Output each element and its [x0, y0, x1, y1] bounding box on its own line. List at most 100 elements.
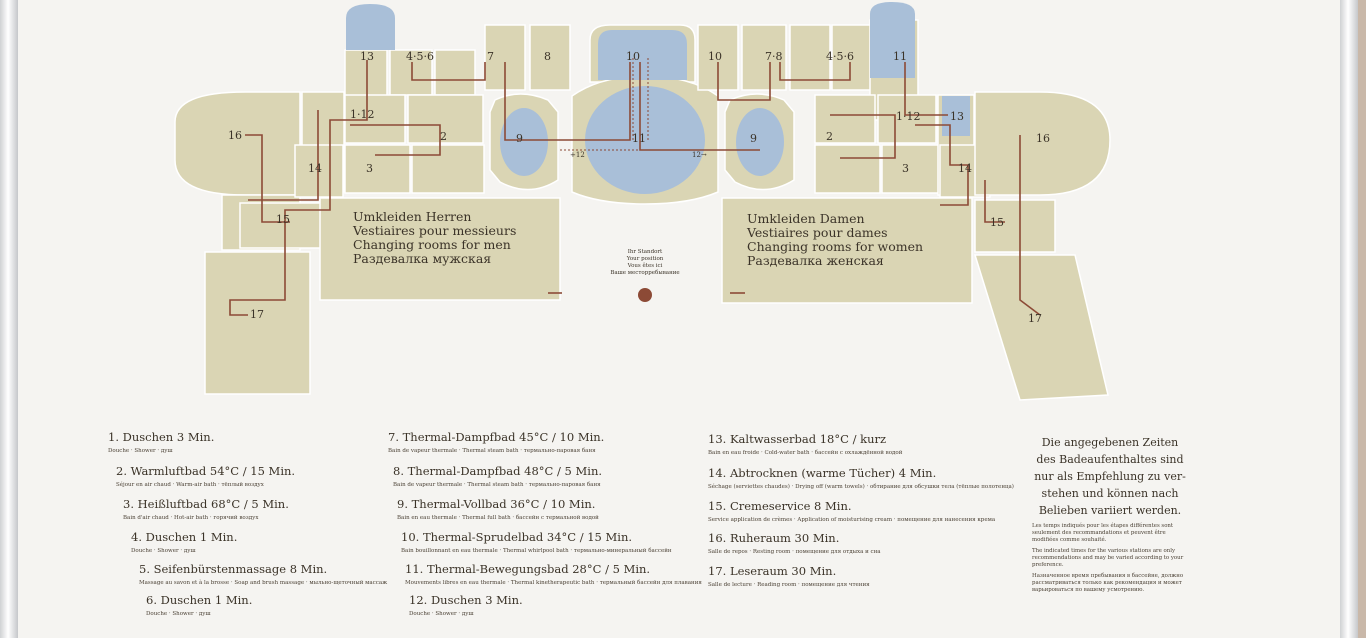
route-women-11-13: [904, 62, 948, 116]
station-14-women: 14: [958, 162, 972, 175]
station-13-men: 13: [360, 50, 374, 63]
room-3-women-a: [814, 144, 881, 194]
legend-item-7: 7. Thermal-Dampfbad 45°C / 10 Min.Bain d…: [388, 430, 605, 454]
position-ru: Ваше местоpребывание: [610, 270, 680, 276]
station-16-women: 16: [1036, 132, 1050, 145]
route-women-10-78: [717, 62, 771, 101]
water-areas: [346, 2, 970, 194]
station-112-women: 1·12: [896, 110, 921, 123]
legend-item-2: 2. Warmluftbad 54°C / 15 Min.Séjour en a…: [116, 464, 296, 488]
men-label-de: Umkleiden Herren: [353, 209, 472, 224]
note-line-2: des Badeaufenthaltes sind: [1036, 453, 1184, 466]
note-en: The indicated times for the various stat…: [1032, 548, 1184, 568]
room-456-women-b: [831, 24, 873, 91]
legend-item-16: 16. Ruheraum 30 Min.Salle de repos · Res…: [708, 531, 881, 555]
room-2-men: [407, 94, 484, 144]
frame-pole-left: [0, 0, 18, 638]
station-11-center: 11: [632, 132, 646, 145]
station-9-men: 9: [516, 132, 523, 145]
room-112-women: [877, 94, 937, 144]
route-men-pool: [504, 62, 631, 141]
your-position-marker: [638, 288, 652, 302]
legend-item-14: 14. Abtrocknen (warme Tücher) 4 Min.Séch…: [708, 466, 1014, 490]
men-label-fr: Vestiaires pour messieurs: [353, 223, 517, 238]
note-fr: Les temps indiqués pour les étapes diffé…: [1032, 523, 1174, 543]
pool-11-women: [870, 2, 915, 78]
station-3-women: 3: [902, 162, 909, 175]
men-changing-room: [319, 197, 561, 301]
route-women-16-17: [1019, 135, 1041, 316]
route-women-14: [915, 124, 969, 206]
station-17-women: 17: [1028, 312, 1042, 325]
note-line-4: stehen und können nach: [1041, 487, 1179, 500]
women-changing-room: [721, 197, 973, 304]
station-10-women: 10: [708, 50, 722, 63]
legend-item-1: 1. Duschen 3 Min.Douche · Shower · душ: [108, 430, 215, 454]
route-women-456: [779, 62, 851, 81]
station-78-women: 7·8: [765, 50, 783, 63]
station-15-women: 15: [990, 216, 1004, 229]
women-label-de: Umkleiden Damen: [747, 211, 865, 226]
position-fr: Vous êtes ici: [627, 263, 663, 269]
route-women-15: [984, 180, 1005, 223]
room-456-men-b: [434, 49, 476, 96]
recommendation-note: Die angegebenen Zeiten des Badeaufenthal…: [1032, 434, 1188, 594]
pool-13-women: [942, 96, 970, 136]
station-plus12: +12: [570, 151, 585, 159]
station-17-men: 17: [250, 308, 264, 321]
women-label-en: Changing rooms for women: [747, 239, 924, 254]
frame-pole-right: [1340, 0, 1358, 638]
women-label-fr: Vestiaires pour dames: [747, 225, 888, 240]
room-112-men: [344, 94, 406, 144]
station-11-women: 11: [893, 50, 907, 63]
room-2-women: [814, 94, 876, 144]
room-16-women: [974, 91, 1111, 196]
note-line-1: Die angegebenen Zeiten: [1041, 436, 1179, 449]
legend-item-6: 6. Duschen 1 Min.Douche · Shower · душ: [146, 593, 253, 617]
station-112-men: 1·12: [350, 108, 375, 121]
position-de: Ihr Standort: [627, 249, 663, 255]
room-14b-men: [294, 144, 344, 198]
station-2-women: 2: [826, 130, 833, 143]
pool-9-men: [500, 108, 548, 176]
pool-10: [598, 30, 687, 80]
legend-item-10: 10. Thermal-Sprudelbad 34°C / 15 Min.Bai…: [401, 530, 672, 554]
your-position-label: Ihr Standort Your position Vous êtes ici…: [598, 249, 692, 277]
room-78-women: [741, 24, 787, 91]
route-women-2-3: [830, 114, 896, 159]
station-15-men: 15: [276, 213, 290, 226]
room-3-women-b: [881, 144, 941, 194]
room-456-men-a: [389, 49, 433, 96]
men-label-en: Changing rooms for men: [353, 237, 511, 252]
route-men-main: [229, 60, 368, 316]
station-10-center: 10: [626, 50, 640, 63]
note-line-5: Belieben variiert werden.: [1038, 504, 1182, 517]
legend-item-5: 5. Seifenbürstenmassage 8 Min.Massage au…: [139, 562, 388, 586]
room-15-women: [974, 199, 1056, 253]
station-13-women: 13: [950, 110, 964, 123]
room-3-men-a: [344, 144, 411, 194]
station-9-women: 9: [750, 132, 757, 145]
legend-item-9: 9. Thermal-Vollbad 36°C / 10 Min.Bain en…: [397, 497, 599, 521]
pool-9-women: [736, 108, 784, 176]
room-3-men-b: [411, 144, 485, 194]
room-8-men: [529, 24, 571, 91]
room-17-women: [973, 254, 1109, 401]
station-2-men: 2: [440, 130, 447, 143]
station-14-men: 14: [308, 162, 322, 175]
room-456-women-a: [789, 24, 831, 91]
route-men-2-3: [350, 124, 441, 156]
route-men-14: [248, 110, 319, 201]
note-ru: Назначенное время пребывания в бассейне,…: [1032, 573, 1184, 593]
station-16-men: 16: [228, 129, 242, 142]
legend-item-8: 8. Thermal-Dampfbad 48°C / 5 Min.Bain de…: [393, 464, 603, 488]
legend-item-4: 4. Duschen 1 Min.Douche · Shower · душ: [131, 530, 238, 554]
pool-13-men: [346, 4, 395, 50]
station-12-arrow: 12→: [692, 151, 707, 159]
legend-item-3: 3. Heißluftbad 68°C / 5 Min.Bain d'air c…: [123, 497, 289, 521]
men-label-ru: Раздевалка мужская: [353, 251, 492, 266]
route-men-456-7: [411, 62, 486, 81]
dotted-route: [560, 58, 725, 151]
